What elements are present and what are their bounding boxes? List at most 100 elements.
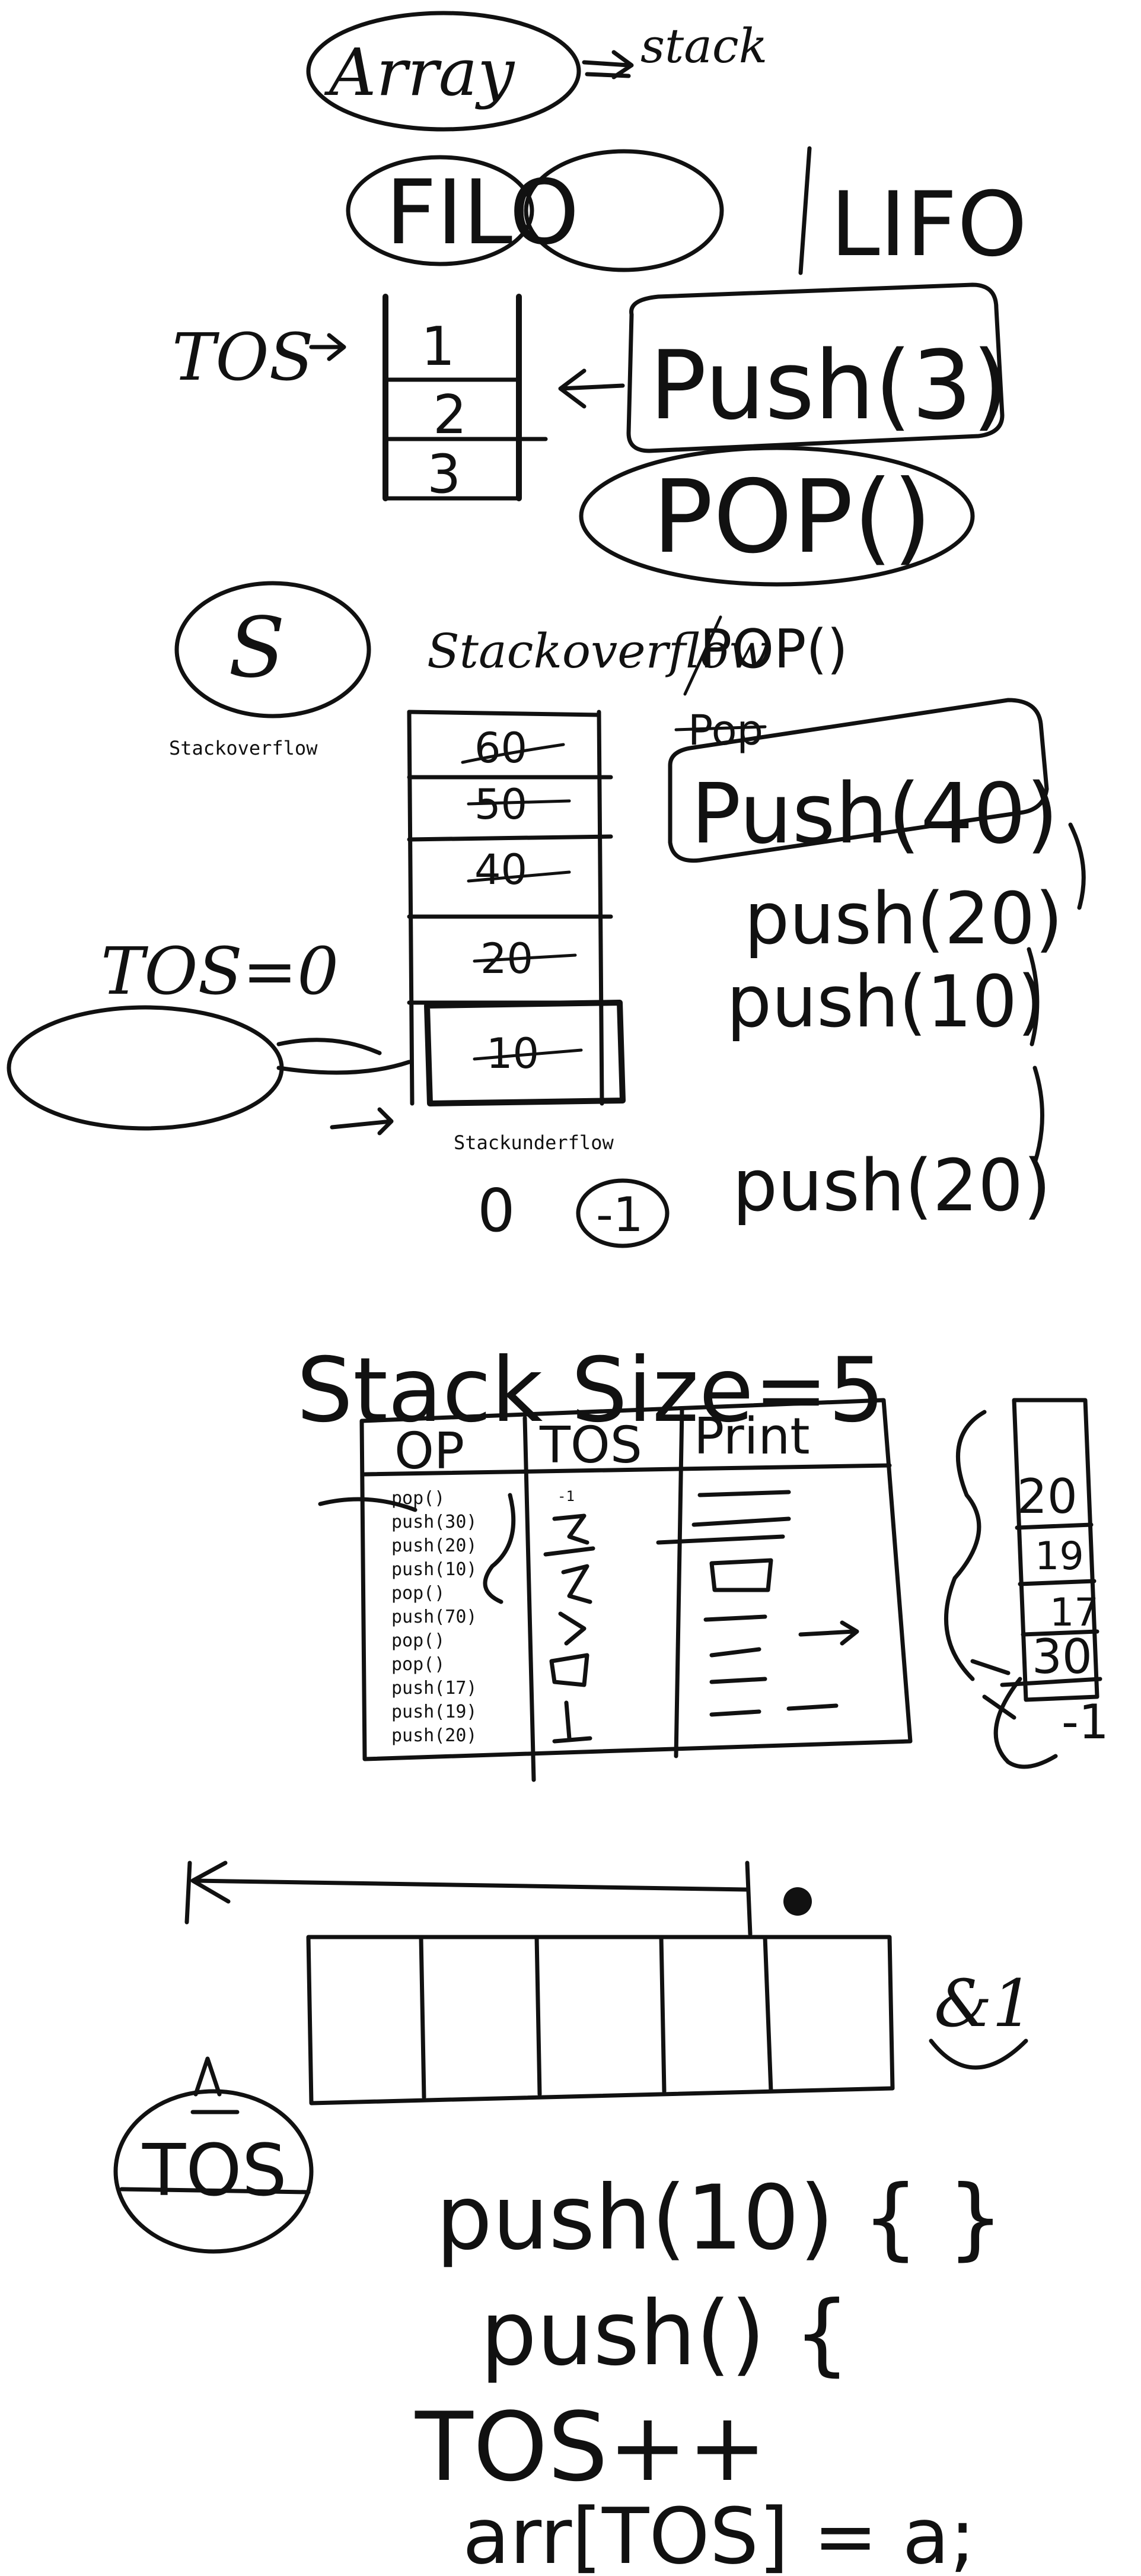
op-row-5: pop() <box>391 1583 445 1604</box>
tos-zero-label: TOS=0 <box>101 933 339 1009</box>
cross-out-60 <box>461 743 565 764</box>
side-stack-minus-one: -1 <box>1062 1694 1109 1750</box>
divider-line <box>798 146 812 275</box>
op-push40: Push(40) <box>691 766 1059 863</box>
push-op-label: Push(3) <box>649 330 1009 441</box>
side-stack-outline <box>1012 1398 1099 1702</box>
arrow-target-label: stack <box>640 18 767 74</box>
side-stack-dividers <box>1000 1522 1102 1687</box>
header-op: OP <box>394 1422 464 1481</box>
side-stack-17: 17 <box>1050 1591 1099 1635</box>
s-circle-letter: S <box>228 600 285 697</box>
op-row-7: pop() <box>391 1630 445 1651</box>
code-line-2: push() { <box>480 2282 850 2386</box>
stack-dividers-2 <box>407 710 613 1005</box>
filo-label: FILO <box>385 161 579 265</box>
tos-tick-mark <box>190 2056 240 2114</box>
tos-underline <box>119 2187 311 2195</box>
array-box <box>306 1935 895 2106</box>
cross-out-pop <box>683 615 722 696</box>
bottom-mark-minus-one: -1 <box>596 1187 643 1242</box>
stack-cell-3: 3 <box>427 443 461 505</box>
op-brackets <box>1027 822 1086 1165</box>
tos-ellipse <box>7 1005 284 1131</box>
op-row-3: push(20) <box>391 1535 477 1556</box>
stack2-cell-40: 40 <box>474 845 527 894</box>
tos-first-value: -1 <box>557 1488 575 1505</box>
op-row-9: push(17) <box>391 1678 477 1699</box>
op-pop: POP() <box>700 618 848 680</box>
side-stack-30: 30 <box>1032 1629 1092 1684</box>
header-print: Print <box>694 1407 810 1466</box>
op-row-8: pop() <box>391 1654 445 1675</box>
print-scribbles <box>656 1490 839 1717</box>
table-outline <box>359 1398 913 1761</box>
array-push-section: &1 TOS push(10) { } push() { TOS++ arr[T… <box>113 1861 1034 2576</box>
header-tos: TOS <box>539 1416 642 1475</box>
side-stack-20: 20 <box>1017 1469 1078 1524</box>
push40-box <box>668 698 1049 863</box>
side-arc <box>929 2038 1028 2070</box>
op-row-11: push(20) <box>391 1725 477 1746</box>
table-header-divider <box>362 1463 892 1477</box>
print-arrow <box>798 1620 859 1646</box>
cross-out-50 <box>467 799 571 806</box>
minus-one-circle <box>576 1178 670 1248</box>
s-circle <box>174 581 371 718</box>
array-range-arrow <box>184 1861 753 1936</box>
pop-op-label: POP() <box>652 459 932 576</box>
push-box <box>626 282 1005 453</box>
cross-out-20 <box>473 953 577 963</box>
stack-size-title: Stack Size=5 <box>297 1339 885 1442</box>
array-label: Array <box>324 34 515 110</box>
op-push10: push(10) <box>726 961 1045 1044</box>
tos-circle <box>113 2089 314 2254</box>
op-row-2: push(30) <box>391 1512 477 1532</box>
side-ampersand-mark: &1 <box>934 1966 1034 2041</box>
overflow-underflow-section: S Stackoverflow Stackoverflow 60 50 40 2… <box>7 581 1086 1248</box>
bottom-mark-zero: 0 <box>477 1176 515 1245</box>
stack2-cell-60: 60 <box>474 724 527 772</box>
tos-arrow <box>309 333 346 361</box>
table-column-dividers <box>522 1407 684 1782</box>
stack-cell-2: 2 <box>433 384 467 446</box>
op-row-4: push(10) <box>391 1559 477 1580</box>
filo-right-ellipse <box>524 149 724 272</box>
stack-walls <box>383 294 522 501</box>
stack-table-section: Stack Size=5 OP TOS Print pop() push(30)… <box>297 1339 1109 1782</box>
cross-out-pop-small <box>674 725 767 732</box>
cross-out-10 <box>473 1048 583 1061</box>
table-bracket-marks <box>318 1493 516 1604</box>
side-stack-arcs <box>944 1410 1016 1720</box>
tos-scribbles <box>543 1513 595 1744</box>
op-row-10: push(19) <box>391 1702 477 1722</box>
array-box-dividers <box>419 1935 773 2100</box>
stack-bottom-cell <box>424 1000 626 1106</box>
end-dot <box>783 1887 812 1916</box>
side-stack-19: 19 <box>1035 1534 1084 1579</box>
code-line-3: TOS++ <box>415 2391 767 2502</box>
stack-dividers <box>383 377 548 501</box>
tos-circle-label: TOS <box>142 2130 287 2212</box>
range-arrowhead <box>190 1861 231 1904</box>
array-stack-section: Array stack FILO LIFO TOS 1 2 3 Push(3) … <box>172 11 1027 587</box>
underflow-arrows <box>276 1038 412 1136</box>
code-line-1: push(10) { } <box>436 2167 1004 2270</box>
tos-label: TOS <box>172 319 314 395</box>
op-push20-b: push(20) <box>732 1145 1051 1227</box>
array-ellipse <box>306 11 581 132</box>
filo-left-ellipse <box>346 155 534 266</box>
underflow-caption: Stackunderflow <box>454 1131 614 1154</box>
stack-cell-1: 1 <box>421 316 455 378</box>
arrow-to-stack <box>582 50 634 79</box>
op-row-6: push(70) <box>391 1607 477 1627</box>
code-line-4: arr[TOS] = a; <box>463 2491 976 2576</box>
op-push20-a: push(20) <box>744 878 1063 961</box>
pop-ellipse <box>579 446 975 587</box>
minus-one-arc <box>993 1677 1058 1769</box>
push-arrow <box>558 368 625 409</box>
lifo-label: LIFO <box>830 173 1027 276</box>
overflow-caption: Stackoverflow <box>169 737 318 759</box>
cross-out-40 <box>467 870 571 883</box>
